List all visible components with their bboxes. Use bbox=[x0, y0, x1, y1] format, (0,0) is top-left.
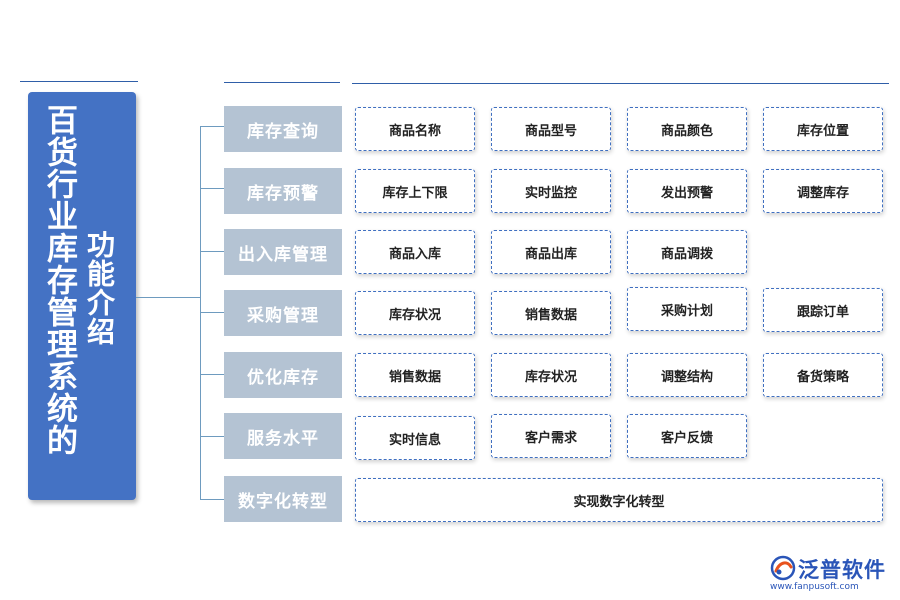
fanpu-logo-icon bbox=[770, 555, 796, 581]
item-customer-feedback: 客户反馈 bbox=[627, 414, 747, 458]
item-adjust-structure: 调整结构 bbox=[627, 353, 747, 397]
connector-title bbox=[136, 297, 200, 298]
item-track-orders: 跟踪订单 bbox=[763, 288, 883, 332]
item-purchase-plan: 采购计划 bbox=[627, 287, 747, 331]
item-product-color: 商品颜色 bbox=[627, 107, 747, 151]
category-digital-transformation: 数字化转型 bbox=[224, 476, 342, 522]
connector-branch-7 bbox=[200, 499, 224, 500]
connector-branch-3 bbox=[200, 251, 224, 252]
item-realtime-monitor: 实时监控 bbox=[491, 169, 611, 213]
connector-branch-2 bbox=[200, 188, 224, 189]
category-optimize-inventory: 优化库存 bbox=[224, 352, 342, 398]
category-purchase-management: 采购管理 bbox=[224, 290, 342, 336]
connector-branch-1 bbox=[200, 126, 224, 127]
category-inventory-alert: 库存预警 bbox=[224, 168, 342, 214]
item-achieve-digital-transformation: 实现数字化转型 bbox=[355, 478, 883, 522]
item-stock-limits: 库存上下限 bbox=[355, 169, 475, 213]
item-sales-data-2: 销售数据 bbox=[355, 353, 475, 397]
item-stock-status-2: 库存状况 bbox=[491, 353, 611, 397]
category-service-level: 服务水平 bbox=[224, 413, 342, 459]
item-goods-outbound: 商品出库 bbox=[491, 230, 611, 274]
fanpu-logo: 泛普软件 www.fanpusoft.com bbox=[770, 553, 890, 593]
top-rule-right bbox=[352, 83, 889, 84]
top-rule-left bbox=[20, 81, 138, 82]
item-product-model: 商品型号 bbox=[491, 107, 611, 151]
logo-url: www.fanpusoft.com bbox=[770, 582, 859, 592]
connector-branch-5 bbox=[200, 374, 224, 375]
connector-branch-6 bbox=[200, 436, 224, 437]
top-rule-middle bbox=[224, 82, 340, 83]
title-card bbox=[28, 92, 136, 500]
logo-name: 泛普软件 bbox=[798, 558, 886, 582]
category-inventory-query: 库存查询 bbox=[224, 106, 342, 152]
item-send-alert: 发出预警 bbox=[627, 169, 747, 213]
item-goods-transfer: 商品调拨 bbox=[627, 230, 747, 274]
item-customer-needs: 客户需求 bbox=[491, 414, 611, 458]
item-stock-location: 库存位置 bbox=[763, 107, 883, 151]
item-stock-status: 库存状况 bbox=[355, 291, 475, 335]
item-product-name: 商品名称 bbox=[355, 107, 475, 151]
item-realtime-info: 实时信息 bbox=[355, 416, 475, 460]
item-adjust-stock: 调整库存 bbox=[763, 169, 883, 213]
item-sales-data: 销售数据 bbox=[491, 291, 611, 335]
item-stocking-strategy: 备货策略 bbox=[763, 353, 883, 397]
title-main: 百货行业库存管理系统的 bbox=[41, 104, 77, 456]
item-goods-inbound: 商品入库 bbox=[355, 230, 475, 274]
title-sub: 功能介绍 bbox=[83, 230, 116, 346]
category-in-out-management: 出入库管理 bbox=[224, 229, 342, 275]
connector-spine bbox=[200, 126, 201, 500]
connector-branch-4 bbox=[200, 312, 224, 313]
